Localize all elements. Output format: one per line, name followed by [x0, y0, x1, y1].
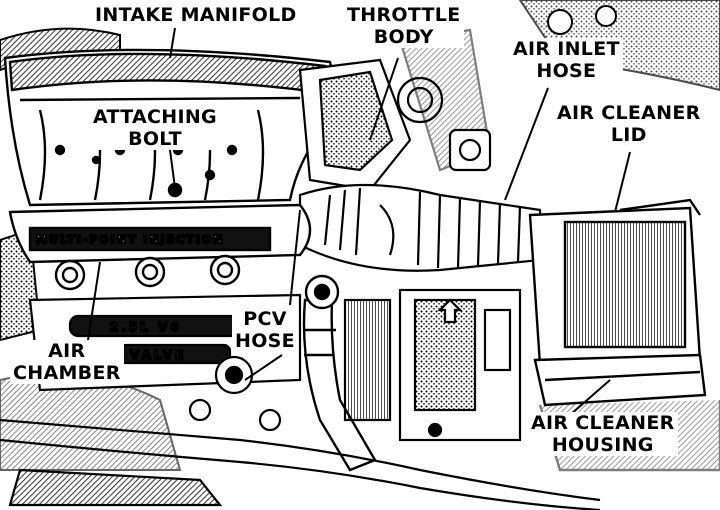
- center-component-shape: [343, 288, 522, 442]
- pcv-hose-shape: [302, 274, 377, 472]
- manifold-engraving: MULTI-POINT INJECTION: [36, 233, 224, 246]
- label-air-chamber: AIR CHAMBER: [10, 340, 124, 384]
- throttle-body-leader: [369, 57, 399, 141]
- label-air-inlet-hose: AIR INLET HOSE: [510, 38, 623, 82]
- air-inlet-hose-shape: [298, 183, 542, 272]
- attaching-bolt-leader: [169, 149, 176, 189]
- air-cleaner-lid-leader: [614, 151, 631, 213]
- air-cleaner-housing-leader: [569, 379, 611, 416]
- label-air-cleaner-lid: AIR CLEANER LID: [554, 102, 704, 146]
- label-pcv-hose: PCV HOSE: [232, 308, 298, 352]
- label-throttle-body: THROTTLE BODY: [344, 4, 464, 48]
- engine-badge: 2.5L V6: [110, 320, 182, 334]
- label-intake-manifold: INTAKE MANIFOLD: [92, 4, 300, 26]
- pcv-hose-leader-upper: [289, 209, 301, 306]
- throttle-body-shape: [298, 28, 492, 192]
- valve-engraving: VALVE: [130, 348, 186, 362]
- intake-manifold-leader: [169, 27, 176, 59]
- air-chamber-shape: MULTI-POINT INJECTION: [8, 203, 312, 291]
- label-attaching-bolt: ATTACHING BOLT: [90, 106, 220, 150]
- air-inlet-hose-leader: [504, 87, 549, 201]
- engine-bay-background: [0, 0, 720, 471]
- label-air-cleaner-housing: AIR CLEANER HOUSING: [528, 412, 678, 456]
- lower-hoses-shape: [0, 398, 601, 510]
- leader-lines: [87, 27, 631, 416]
- air-chamber-leader: [87, 261, 101, 341]
- pcv-hose-leader-lower: [244, 354, 283, 381]
